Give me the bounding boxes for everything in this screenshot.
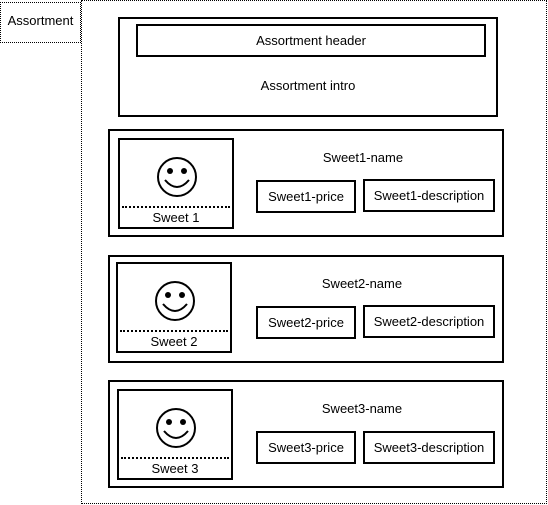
- sweet-name-1: Sweet1-name: [322, 150, 404, 165]
- sweet-card-3: [108, 380, 504, 488]
- sweet-caption-1: Sweet 1: [152, 210, 200, 225]
- assortment-label-box: Assortment: [0, 2, 81, 43]
- sweet-price-2: Sweet2-price: [256, 306, 356, 339]
- caption-divider: [121, 457, 229, 459]
- sweet-caption-2: Sweet 2: [150, 334, 198, 349]
- assortment-container: [81, 0, 547, 504]
- sweet-description-3: Sweet3-description: [363, 431, 495, 464]
- sweet-card-2: [108, 255, 504, 363]
- sweet-description-2: Sweet2-description: [363, 305, 495, 338]
- assortment-intro: Assortment intro: [260, 77, 356, 93]
- sweet-card-1: [108, 129, 504, 237]
- caption-divider: [120, 330, 228, 332]
- sweet-caption-3: Sweet 3: [151, 461, 199, 476]
- smiley-face-icon: [156, 408, 196, 448]
- assortment-label: Assortment: [7, 13, 74, 28]
- smiley-face-icon: [157, 157, 197, 197]
- sweet-name-2: Sweet2-name: [321, 276, 403, 291]
- sweet-image-1: Sweet 1: [118, 138, 234, 229]
- sweet-image-2: Sweet 2: [116, 262, 232, 353]
- sweet-name-3: Sweet3-name: [321, 401, 403, 416]
- sweet-price-1: Sweet1-price: [256, 180, 356, 213]
- smiley-face-icon: [155, 281, 195, 321]
- assortment-header: Assortment header: [136, 24, 486, 57]
- sweet-image-3: Sweet 3: [117, 389, 233, 480]
- sweet-description-1: Sweet1-description: [363, 179, 495, 212]
- sweet-price-3: Sweet3-price: [256, 431, 356, 464]
- assortment-header-block: [118, 17, 498, 117]
- caption-divider: [122, 206, 230, 208]
